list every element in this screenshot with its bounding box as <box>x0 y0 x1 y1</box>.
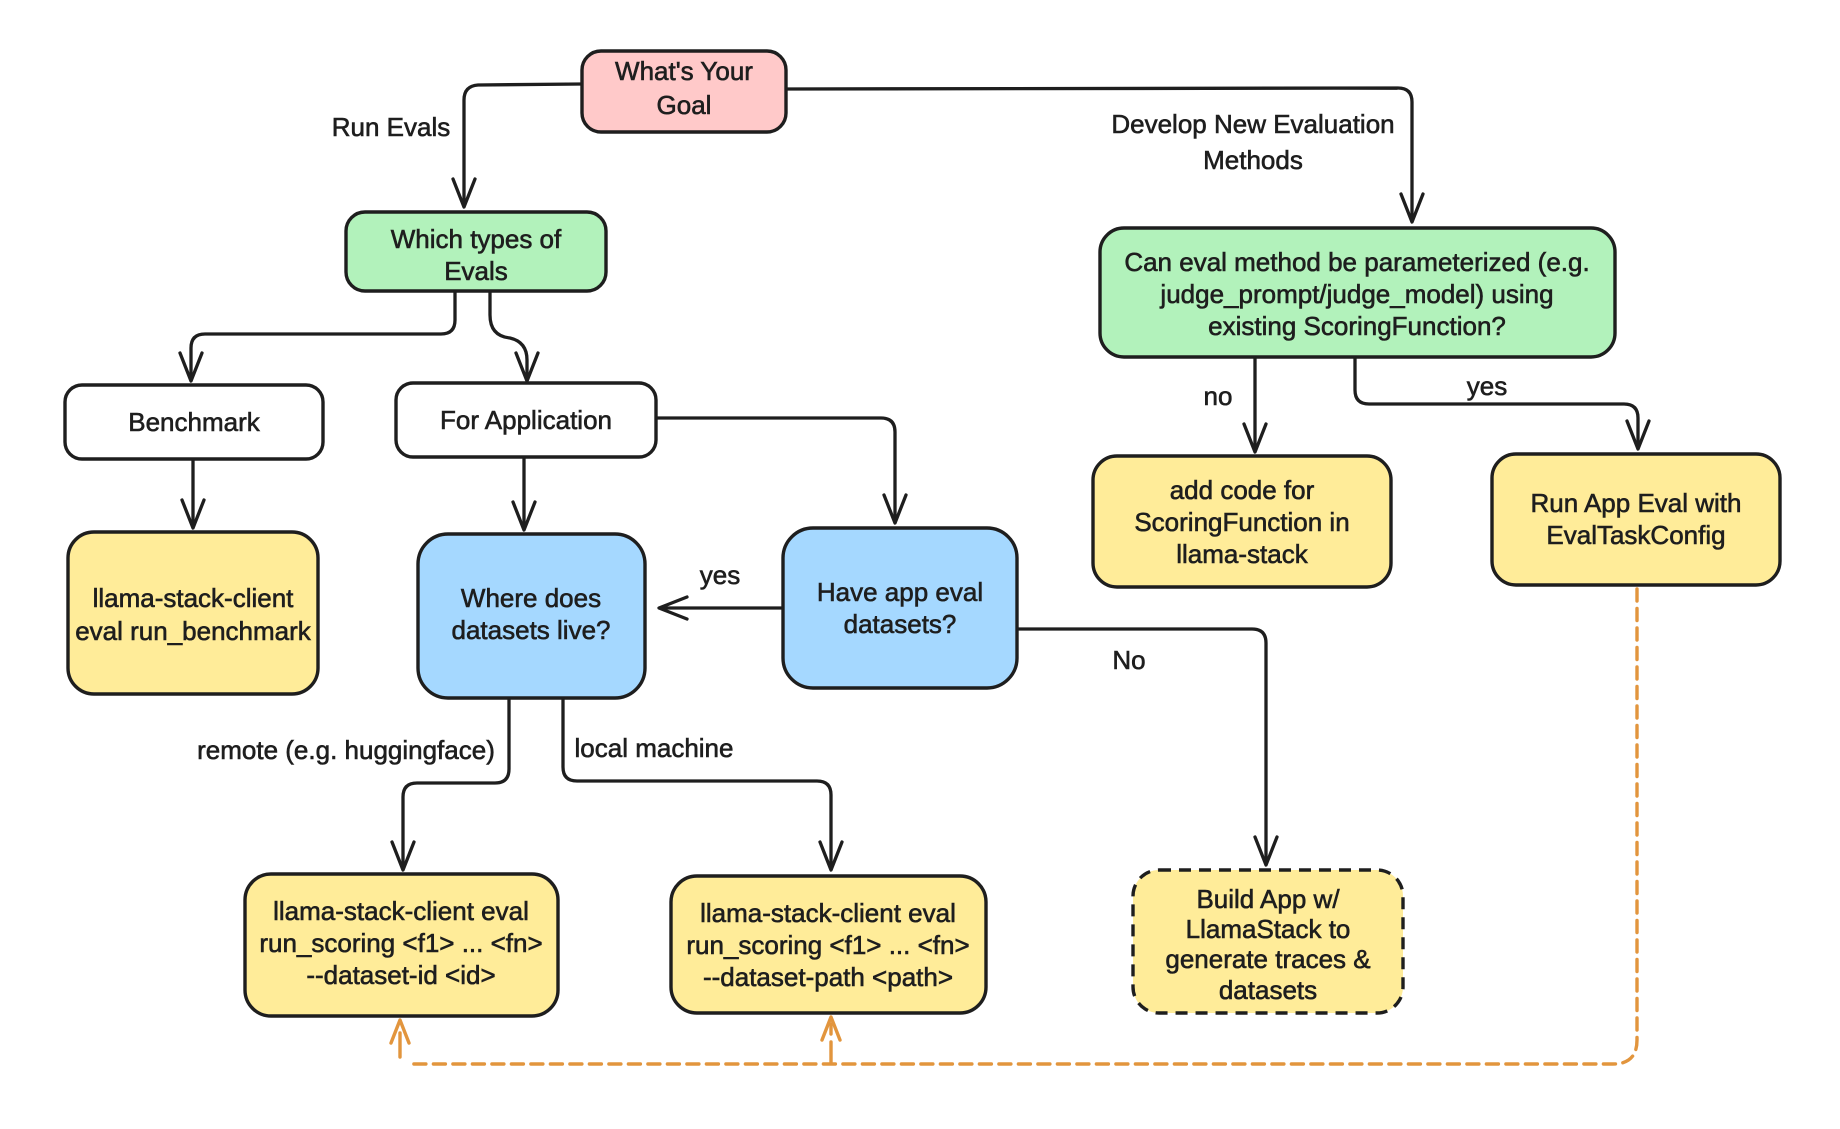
svg-text:Where does: Where does <box>461 583 601 613</box>
svg-text:remote (e.g. huggingface): remote (e.g. huggingface) <box>197 735 495 765</box>
svg-text:Methods: Methods <box>1203 145 1303 175</box>
svg-text:ScoringFunction in: ScoringFunction in <box>1134 507 1349 537</box>
svg-text:local machine: local machine <box>575 733 734 763</box>
svg-text:llama-stack: llama-stack <box>1176 539 1308 569</box>
svg-text:eval run_benchmark: eval run_benchmark <box>75 616 312 646</box>
svg-text:run_scoring <f1> ... <fn>: run_scoring <f1> ... <fn> <box>259 928 542 958</box>
svg-text:datasets live?: datasets live? <box>452 615 611 645</box>
svg-text:no: no <box>1204 381 1233 411</box>
svg-text:Benchmark: Benchmark <box>128 407 260 437</box>
svg-text:Have app eval: Have app eval <box>817 577 983 607</box>
svg-text:yes: yes <box>700 560 740 590</box>
svg-text:Evals: Evals <box>444 256 508 286</box>
svg-text:yes: yes <box>1467 371 1507 401</box>
svg-text:LlamaStack to: LlamaStack to <box>1186 914 1351 944</box>
svg-text:datasets: datasets <box>1219 975 1317 1005</box>
svg-text:llama-stack-client: llama-stack-client <box>93 583 295 613</box>
svg-text:llama-stack-client eval: llama-stack-client eval <box>700 898 956 928</box>
svg-text:--dataset-id <id>: --dataset-id <id> <box>306 960 495 990</box>
svg-text:datasets?: datasets? <box>844 609 957 639</box>
svg-text:--dataset-path <path>: --dataset-path <path> <box>703 962 953 992</box>
svg-text:Run App Eval with: Run App Eval with <box>1530 488 1741 518</box>
svg-text:No: No <box>1112 645 1145 675</box>
svg-text:Which types of: Which types of <box>391 224 562 254</box>
svg-text:generate traces &: generate traces & <box>1165 944 1370 974</box>
svg-text:EvalTaskConfig: EvalTaskConfig <box>1546 520 1725 550</box>
svg-text:add code for: add code for <box>1170 475 1315 505</box>
svg-text:Run Evals: Run Evals <box>332 112 451 142</box>
svg-text:What's Your: What's Your <box>615 56 753 86</box>
svg-text:run_scoring <f1> ... <fn>: run_scoring <f1> ... <fn> <box>686 930 969 960</box>
svg-text:Can eval method be parameteriz: Can eval method be parameterized (e.g. <box>1124 247 1589 277</box>
svg-text:Build App w/: Build App w/ <box>1196 884 1340 914</box>
svg-text:For Application: For Application <box>440 405 612 435</box>
svg-text:Goal: Goal <box>657 90 712 120</box>
svg-text:Develop New Evaluation: Develop New Evaluation <box>1111 109 1394 139</box>
svg-text:existing ScoringFunction?: existing ScoringFunction? <box>1208 311 1506 341</box>
svg-text:llama-stack-client eval: llama-stack-client eval <box>273 896 529 926</box>
svg-text:judge_prompt/judge_model) usin: judge_prompt/judge_model) using <box>1159 279 1553 309</box>
